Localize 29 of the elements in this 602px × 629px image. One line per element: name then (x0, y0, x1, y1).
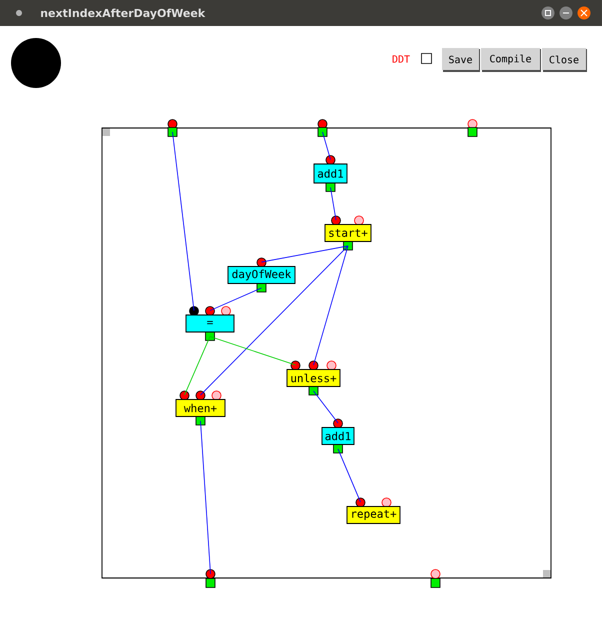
connector-line (210, 288, 262, 311)
terminal (430, 569, 440, 588)
terminal (168, 119, 178, 137)
operation-box: = (186, 306, 234, 341)
terminal (468, 119, 478, 137)
connector-line (210, 336, 296, 366)
operation-box: dayOfWeek (228, 258, 296, 292)
close-button: Close (542, 48, 587, 72)
operation-box: when+ (176, 390, 226, 426)
ddt-label: DDT (392, 55, 410, 63)
connector-line (338, 448, 361, 502)
operation-box: start+ (324, 216, 372, 250)
connector-line (200, 246, 348, 396)
connector-line (313, 390, 338, 424)
operation-box: add1 (314, 155, 348, 192)
connector-line (172, 132, 194, 311)
save-button: Save (442, 48, 480, 72)
operation-box: add1 (322, 418, 354, 454)
connector-line (313, 246, 348, 366)
connector-line (261, 246, 348, 262)
compile-button: Compile (481, 48, 541, 72)
connector-line (184, 336, 210, 396)
connector-line (322, 132, 331, 160)
terminal (206, 569, 216, 588)
connector-line (330, 187, 336, 220)
operation-box: repeat+ (346, 498, 400, 524)
operation-box: unless+ (286, 360, 340, 396)
window-title: nextIndexAfterDayOfWeek (41, 8, 206, 20)
terminal (318, 119, 328, 137)
